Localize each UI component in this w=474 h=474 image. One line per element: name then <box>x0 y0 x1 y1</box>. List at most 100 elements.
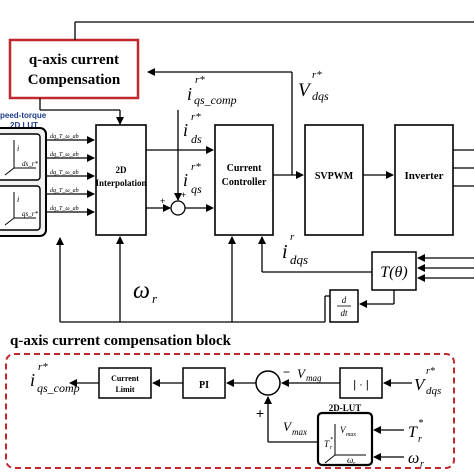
svpwm-label: SVPWM <box>315 171 354 182</box>
bottom-dashed-frame <box>5 353 455 469</box>
vdqs-sup: r* <box>312 69 322 81</box>
b-iqs-comp-base: i <box>30 370 35 390</box>
b-vmax-base: V <box>283 419 293 434</box>
lut-out-label-3: dq_T_ω_ab <box>50 170 79 176</box>
derivative-num: d <box>342 295 347 305</box>
current-limit-line1: Current <box>111 374 139 383</box>
lut-group: i ds_r* i qs_r* <box>0 127 47 237</box>
ttheta-label: T(θ) <box>380 264 407 281</box>
ttheta-block: T(θ) <box>371 251 417 291</box>
b-omega-sub: r <box>420 459 424 470</box>
top-sum-plus2: + <box>181 190 186 200</box>
derivative-den: dt <box>340 308 348 318</box>
lut-tr-sub: r <box>330 445 333 451</box>
lut-vmax-base: V <box>340 425 347 435</box>
signal-ids: i r* ds <box>183 111 202 146</box>
interpolation-line1: 2D <box>116 165 128 175</box>
lut-header-line2: 2D LUT <box>10 121 38 130</box>
iqs-base: i <box>183 170 188 190</box>
b-tr-base: T <box>408 424 418 441</box>
bottom-sum-junction <box>255 370 281 396</box>
b-omega-base: ω <box>408 450 419 467</box>
controller-line1: Current <box>227 163 262 174</box>
omega-sub: r <box>152 291 158 306</box>
bottom-signal-vmax: V max <box>283 419 307 437</box>
bottom-lut-block: 2D-LUT V max T * r ω r <box>316 403 374 467</box>
lut-cell-1-sub: ds_r* <box>22 160 38 168</box>
lut-cell-1 <box>0 133 41 181</box>
b-vmag-base: V <box>297 366 307 381</box>
idqs-sub: dqs <box>290 252 308 267</box>
bottom-signal-vmag: V mag <box>297 366 322 383</box>
idqs-sup: r <box>290 231 295 243</box>
bottom-sum-minus: − <box>283 365 290 379</box>
pi-label: PI <box>199 380 209 391</box>
inverter-block: Inverter <box>394 124 454 236</box>
b-tr-sup: * <box>418 418 423 429</box>
signal-omega: ω r <box>133 278 158 306</box>
lut-header-line1: peed-torque <box>0 111 47 120</box>
signal-vdqs: V r* dqs <box>298 69 329 103</box>
ids-sup: r* <box>191 111 201 123</box>
iqs-comp-sup: r* <box>195 74 205 86</box>
qaxis-compensation-line1: q-axis current <box>29 52 119 68</box>
lut-vmax-sub: max <box>346 432 356 438</box>
lut-out-label-1: dq_T_ω_ab <box>50 134 79 140</box>
lut-out-label-4: dq_T_ω_ab <box>50 188 79 194</box>
lut-out-label-2: dq_T_ω_ab <box>50 152 79 158</box>
idqs-base: i <box>282 241 288 263</box>
vdqs-sub: dqs <box>312 89 329 103</box>
qaxis-compensation-border <box>8 38 140 100</box>
omega-base: ω <box>133 278 150 304</box>
pi-block: PI <box>182 367 226 399</box>
abs-block: | · | <box>339 367 383 399</box>
lut-cell-1-sup: i <box>17 144 19 153</box>
current-limit-block: Current Limit <box>98 367 152 399</box>
signal-iqs: i r* qs <box>183 161 202 196</box>
svpwm-block: SVPWM <box>304 124 364 236</box>
bottom-signal-iqs-comp: i r* qs_comp <box>30 361 80 395</box>
signal-idqs: i r dqs <box>282 231 308 267</box>
b-vmax-sub: max <box>292 427 307 437</box>
lut-cell-2-sup: i <box>17 195 19 204</box>
lut-outputs: dq_T_ω_ab dq_T_ω_ab dq_T_ω_ab dq_T_ω_ab … <box>46 134 95 216</box>
lut-omega-sub: r <box>353 461 356 467</box>
bottom-lut-label: 2D-LUT <box>329 403 362 413</box>
abs-label: | · | <box>353 379 369 391</box>
lut-cell-2-sub: qs_r* <box>22 210 38 218</box>
iqs-comp-base: i <box>187 84 192 104</box>
b-tr-sub: r <box>418 434 422 445</box>
b-vdqs-sub: dqs <box>426 385 441 397</box>
lut-cell-2 <box>0 185 41 231</box>
bottom-title: q-axis current compensation block <box>10 333 232 349</box>
lut-out-label-5: dq_T_ω_ab <box>50 206 79 212</box>
interpolation-block: 2D Interpolation <box>95 124 147 236</box>
lut-tr-sup: * <box>330 437 333 443</box>
top-sum-plus1: + <box>160 196 165 206</box>
b-vdqs-sup: r* <box>426 366 435 377</box>
b-iqs-comp-sub: qs_comp <box>37 381 80 395</box>
bottom-signal-vdqs: V r* dqs <box>414 366 441 397</box>
current-limit-line2: Limit <box>115 385 134 394</box>
qaxis-compensation-block: q-axis current Compensation <box>8 38 140 100</box>
b-iqs-comp-sup: r* <box>38 361 48 373</box>
derivative-block: d dt <box>329 289 359 323</box>
b-vmag-sub: mag <box>306 373 322 383</box>
vdqs-base: V <box>298 80 312 101</box>
controller-line2: Controller <box>222 177 267 188</box>
lut-omega-base: ω <box>347 455 353 465</box>
interpolation-line2: Interpolation <box>95 178 146 188</box>
b-vdqs-base: V <box>414 375 427 394</box>
ids-base: i <box>183 120 188 140</box>
bottom-sum-plus: + <box>256 405 264 421</box>
ids-sub: ds <box>191 132 202 146</box>
qaxis-compensation-line2: Compensation <box>28 72 121 88</box>
iqs-sub: qs <box>191 182 202 196</box>
top-sum-junction <box>170 200 186 216</box>
bottom-signal-tr: T * r <box>408 418 423 445</box>
iqs-comp-sub: qs_comp <box>194 93 237 107</box>
signal-iqs-comp: i r* qs_comp <box>187 74 237 107</box>
lut-tr-base: T <box>324 439 330 449</box>
